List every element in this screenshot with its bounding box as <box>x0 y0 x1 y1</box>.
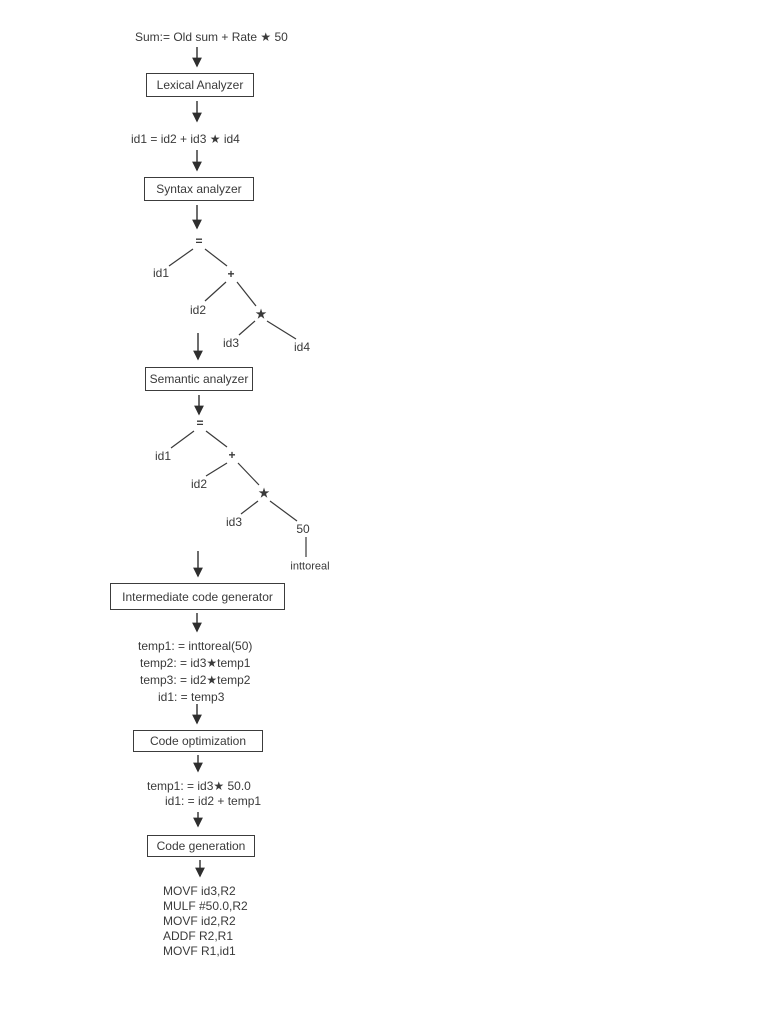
syntax-tree-edge-plus-star <box>236 281 257 307</box>
syntax-tree-edge-assign-plus <box>204 248 228 267</box>
syntax-tree-edge-plus-id2 <box>204 281 227 302</box>
semantic-tree-node-star: ★ <box>258 486 270 500</box>
lexical-analyzer-label: Lexical Analyzer <box>156 78 244 92</box>
intermediate-code-listing: temp1: = inttoreal(50) temp2: = id3★temp… <box>138 638 252 706</box>
semantic-tree-edge-star-const <box>269 500 298 522</box>
generated-code-line: MOVF R1,id1 <box>163 944 236 958</box>
intermediate-code-generator-box: Intermediate code generator <box>110 583 285 610</box>
generated-code-line: MULF #50.0,R2 <box>163 899 248 913</box>
syntax-tree-edge-star-id4 <box>266 320 297 340</box>
syntax-tree-edge-assign-id1 <box>168 248 194 267</box>
syntax-tree-node-id2: id2 <box>189 303 207 317</box>
syntax-tree-edge-star-id3 <box>238 320 256 336</box>
intermediate-code-line: temp1: = inttoreal(50) <box>138 639 253 653</box>
syntax-analyzer-label: Syntax analyzer <box>156 182 242 196</box>
code-generation-label: Code generation <box>156 839 246 853</box>
lexical-output-expression: id1 = id2 + id3 ★ id4 <box>131 132 240 146</box>
semantic-tree-edge-assign-plus <box>205 430 228 448</box>
code-optimization-box: Code optimization <box>133 730 263 752</box>
semantic-analyzer-label: Semantic analyzer <box>149 372 249 386</box>
semantic-tree-edge-assign-id1 <box>170 430 195 449</box>
intermediate-code-line: temp2: = id3★temp1 <box>140 656 251 670</box>
semantic-tree-node-id2: id2 <box>190 477 208 491</box>
semantic-tree-edge-plus-star <box>237 462 260 486</box>
generated-code-line: MOVF id2,R2 <box>163 914 236 928</box>
intermediate-code-line: id1: = temp3 <box>158 690 225 704</box>
intermediate-code-generator-label: Intermediate code generator <box>122 589 273 604</box>
lexical-analyzer-box: Lexical Analyzer <box>146 73 254 97</box>
optimized-code-line: id1: = id2 + temp1 <box>165 794 262 808</box>
generated-code-line: ADDF R2,R1 <box>163 929 234 943</box>
semantic-tree-node-id3: id3 <box>225 515 243 529</box>
syntax-tree-node-plus: + <box>227 267 235 281</box>
syntax-tree-node-id3: id3 <box>222 336 240 350</box>
code-generation-box: Code generation <box>147 835 255 857</box>
syntax-tree-node-assign: = <box>195 234 203 248</box>
syntax-tree-node-star: ★ <box>255 307 267 321</box>
semantic-tree-edge-star-id3 <box>240 500 259 515</box>
semantic-analyzer-box: Semantic analyzer <box>145 367 253 391</box>
generated-code-listing: MOVF id3,R2 MULF #50.0,R2 MOVF id2,R2 AD… <box>163 884 248 959</box>
syntax-tree-node-id4: id4 <box>293 340 311 354</box>
semantic-tree-node-assign: = <box>196 416 204 430</box>
syntax-tree-node-id1: id1 <box>152 266 170 280</box>
optimized-code-listing: temp1: = id3★ 50.0 id1: = id2 + temp1 <box>147 779 261 809</box>
semantic-tree-node-inttoreal: inttoreal <box>290 560 330 573</box>
code-optimization-label: Code optimization <box>149 734 247 748</box>
intermediate-code-line: temp3: = id2★temp2 <box>140 673 251 687</box>
semantic-tree-node-id1: id1 <box>154 449 172 463</box>
semantic-tree-node-plus: + <box>228 448 236 462</box>
optimized-code-line: temp1: = id3★ 50.0 <box>147 779 251 793</box>
semantic-tree-node-const50: 50 <box>296 522 310 536</box>
source-expression: Sum:= Old sum + Rate ★ 50 <box>135 30 288 44</box>
semantic-tree-edge-plus-id2 <box>205 462 228 477</box>
syntax-analyzer-box: Syntax analyzer <box>144 177 254 201</box>
generated-code-line: MOVF id3,R2 <box>163 884 236 898</box>
